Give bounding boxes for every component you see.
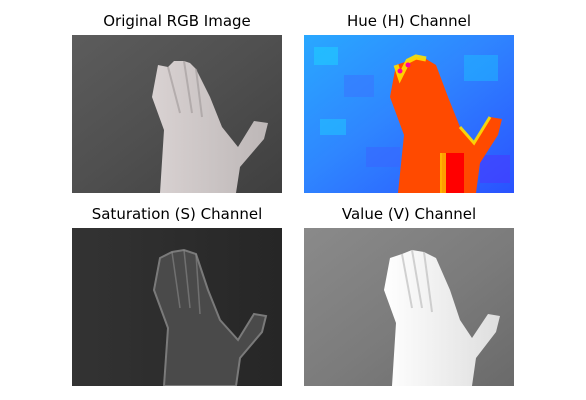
saturation-channel-image (72, 228, 282, 386)
hand-shape-saturation (152, 248, 268, 386)
title-value-channel: Value (V) Channel (341, 205, 477, 223)
saturation-hand-photo (72, 228, 282, 386)
hand-shape (152, 60, 268, 193)
original-rgb-image (72, 35, 282, 193)
hand-shape-hue (390, 54, 502, 193)
title-hue-channel: Hue (H) Channel (346, 12, 472, 30)
value-channel-image (304, 228, 514, 386)
value-hand-photo (304, 228, 514, 386)
hand-shape-value (384, 249, 500, 386)
title-saturation-channel: Saturation (S) Channel (91, 205, 263, 223)
hue-hand-photo (304, 35, 514, 193)
hue-channel-image (304, 35, 514, 193)
title-original-rgb: Original RGB Image (103, 12, 251, 30)
original-rgb-hand-photo (72, 35, 282, 193)
